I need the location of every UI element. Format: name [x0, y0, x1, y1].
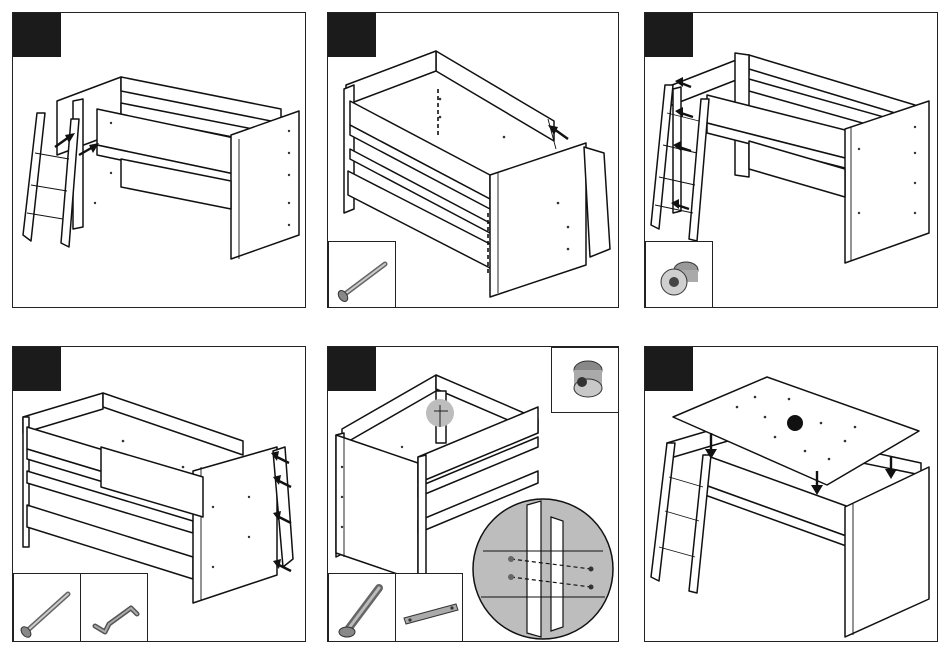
metal-strip-icon [404, 604, 458, 624]
bolt-icon [336, 264, 385, 303]
step-5-bolt-inset [328, 573, 396, 642]
step-3-parts-inset [645, 241, 713, 308]
barrel-nut-icon [661, 262, 698, 295]
long-bolt-icon [339, 588, 379, 637]
step-4-panel [12, 346, 306, 642]
step-6-illustration [645, 347, 938, 642]
step-6-panel [644, 346, 938, 642]
step-2-panel [327, 12, 619, 308]
cam-nut-icon [574, 361, 602, 397]
bolt-icon [19, 594, 68, 639]
step-4-tool-inset [80, 573, 148, 642]
step-1-illustration [13, 13, 306, 308]
magnified-detail [471, 497, 615, 641]
step-5-strip-inset [395, 573, 463, 642]
step-5-nut-inset [551, 347, 619, 413]
step-5-panel [327, 346, 619, 642]
step-3-panel [644, 12, 938, 308]
step-4-parts-inset [13, 573, 81, 642]
step-1-panel [12, 12, 306, 308]
step-2-parts-inset [328, 241, 396, 308]
allen-key-icon [95, 608, 137, 632]
